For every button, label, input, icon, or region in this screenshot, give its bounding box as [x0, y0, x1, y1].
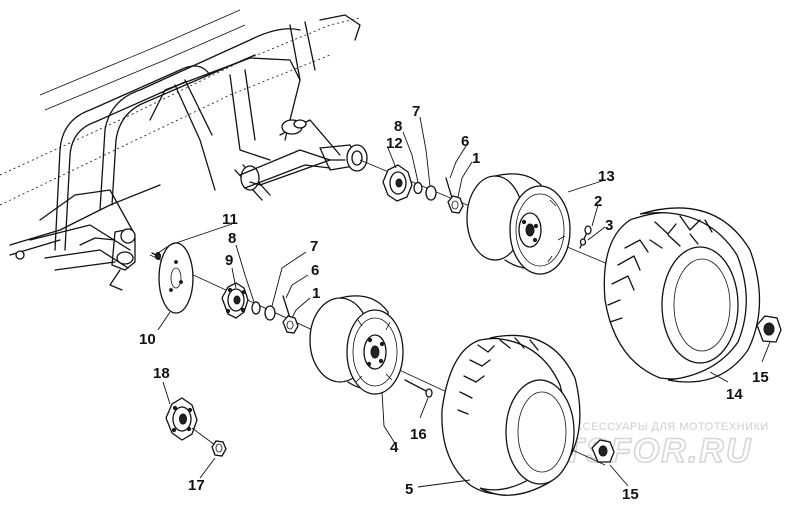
callout-11: 11 [222, 211, 238, 228]
part-6-rear-cotter-pin [445, 177, 453, 199]
callout-16: 16 [410, 426, 427, 443]
part-13-rear-rim [466, 173, 571, 275]
part-9-wheel-hub [221, 282, 249, 319]
part-2-3-valve [579, 225, 592, 249]
callout-18: 18 [153, 365, 170, 382]
part-6-cotter-pin [282, 295, 291, 319]
callout-8-lower: 8 [228, 230, 236, 247]
part-10-brake-disc [158, 242, 194, 314]
callout-1-upper: 1 [472, 150, 480, 167]
leader-lines [157, 116, 771, 488]
callout-5: 5 [405, 481, 413, 498]
part-1-rear-castle-nut [447, 195, 464, 214]
callout-12: 12 [386, 135, 403, 152]
callout-3: 3 [605, 217, 613, 234]
rear-wheel-assembly [359, 159, 782, 383]
callout-10: 10 [139, 331, 156, 348]
callout-15-front: 15 [622, 486, 639, 503]
front-wheel-assembly [149, 242, 615, 496]
callout-2: 2 [594, 193, 602, 210]
part-7-rear-washer [425, 185, 437, 201]
part-8-rear-washer [413, 181, 423, 195]
part-15-cap-front [591, 439, 615, 463]
part-16-valve-stem [404, 379, 433, 398]
callout-1-lower: 1 [312, 285, 320, 302]
part-15-cap-rear [756, 315, 782, 343]
part-14-rear-tyre [603, 207, 761, 383]
callout-6-upper: 6 [461, 133, 469, 150]
callout-8-upper: 8 [394, 118, 402, 135]
part-8-washer [251, 301, 261, 315]
part-12-rear-hub [382, 164, 413, 202]
part-1-castle-nut [282, 315, 299, 334]
callout-17: 17 [188, 477, 205, 494]
vehicle-frame [0, 9, 368, 291]
callout-6-lower: 6 [311, 262, 319, 279]
part-4-front-rim [309, 295, 404, 395]
part-17-nut [211, 440, 227, 457]
callout-13: 13 [598, 168, 615, 185]
callout-9: 9 [225, 252, 233, 269]
callout-15-rear: 15 [752, 369, 769, 386]
part-18-spare-hub [165, 397, 216, 446]
callout-7-lower: 7 [310, 238, 318, 255]
callout-7-upper: 7 [412, 103, 420, 120]
callout-labels: 12 8 7 6 1 13 2 3 11 8 7 9 6 1 10 18 14 … [139, 103, 769, 503]
part-7-washer [264, 305, 276, 321]
part-5-front-tyre [441, 334, 581, 496]
part-11-bolt [151, 252, 161, 260]
callout-4: 4 [390, 439, 399, 456]
callout-14: 14 [726, 386, 743, 403]
